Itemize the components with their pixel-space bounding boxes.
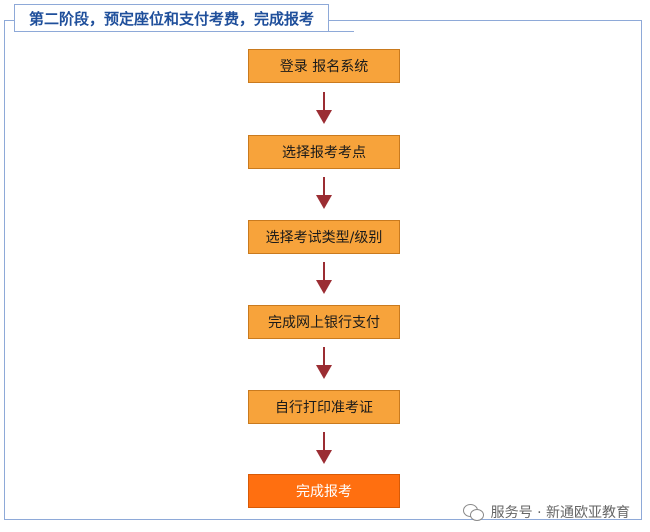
stage-title: 第二阶段，预定座位和支付考费，完成报考 [14,4,355,32]
arrow-down-icon [314,262,334,294]
step-select-exam-type: 选择考试类型/级别 [248,220,400,254]
step-select-test-center: 选择报考考点 [248,135,400,169]
step-print-admission-ticket: 自行打印准考证 [248,390,400,424]
arrow-down-icon [314,92,334,124]
arrow-down-icon [314,347,334,379]
watermark: 服务号 · 新通欧亚教育 [462,502,630,522]
step-complete-registration: 完成报考 [248,474,400,508]
arrow-down-icon [314,177,334,209]
watermark-text: 服务号 · 新通欧亚教育 [490,505,630,521]
step-login: 登录 报名系统 [248,49,400,83]
arrow-down-icon [314,432,334,464]
step-online-payment: 完成网上银行支付 [248,305,400,339]
wechat-icon [462,503,485,521]
